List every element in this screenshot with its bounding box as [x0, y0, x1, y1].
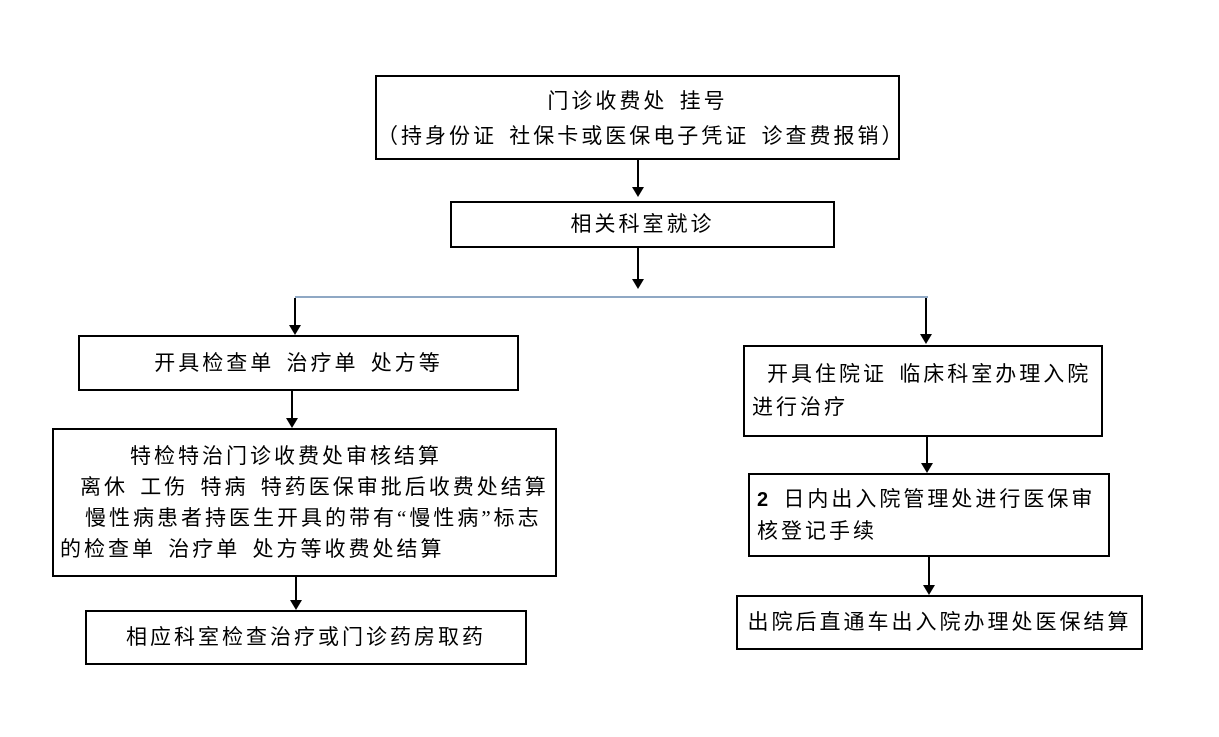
- node-treatment-or-pharmacy-label: 相应科室检查治疗或门诊药房取药: [126, 625, 486, 649]
- node-admission: 开具住院证 临床科室办理入院 进行治疗: [743, 345, 1103, 437]
- arrow-stem: [294, 298, 296, 326]
- insurance-review-day-count: 2: [757, 489, 772, 511]
- arrow-head-icon: [632, 187, 644, 197]
- node-discharge-settlement-label: 出院后直通车出入院办理处医保结算: [747, 610, 1132, 634]
- node-admission-line2: 进行治疗: [752, 395, 848, 419]
- arrow-head-icon: [289, 325, 301, 335]
- node-outpatient-settlement-line3: 慢性病患者持医生开具的带有“慢性病”标志: [85, 506, 542, 530]
- arrow-head-icon: [921, 463, 933, 473]
- node-insurance-review-line1: 2 日内出入院管理处进行医保审: [757, 484, 1100, 516]
- arrow-stem: [291, 391, 293, 419]
- node-outpatient-settlement-line2: 离休 工伤 特病 特药医保审批后收费处结算: [80, 475, 549, 499]
- branch-connector-line: [295, 296, 928, 298]
- arrow-head-icon: [923, 585, 935, 595]
- arrow-branch-to-admission: [920, 298, 932, 344]
- arrow-head-icon: [920, 334, 932, 344]
- arrow-visit-to-branch: [632, 248, 644, 289]
- insurance-review-line1-text: 日内出入院管理处进行医保审: [771, 487, 1096, 511]
- node-registration-line1: 门诊收费处 挂号: [547, 89, 728, 113]
- node-visit: 相关科室就诊: [450, 201, 835, 248]
- arrow-registration-to-visit: [632, 160, 644, 197]
- arrow-stem: [295, 577, 297, 601]
- arrow-stem: [637, 160, 639, 188]
- arrow-stem: [926, 437, 928, 464]
- node-treatment-or-pharmacy: 相应科室检查治疗或门诊药房取药: [85, 610, 527, 665]
- arrow-review-to-discharge: [923, 557, 935, 595]
- arrow-branch-to-orders: [289, 298, 301, 335]
- node-insurance-review: 2 日内出入院管理处进行医保审 核登记手续: [748, 473, 1110, 557]
- arrow-head-icon: [632, 279, 644, 289]
- node-outpatient-settlement-line4: 的检查单 治疗单 处方等收费处结算: [60, 537, 445, 561]
- arrow-settlement-to-pharmacy: [290, 577, 302, 610]
- node-orders-label: 开具检查单 治疗单 处方等: [154, 350, 443, 375]
- node-admission-line1: 开具住院证 临床科室办理入院: [767, 362, 1092, 386]
- node-registration-line2: （持身份证 社保卡或医保电子凭证 诊查费报销）: [377, 124, 906, 148]
- node-discharge-settlement: 出院后直通车出入院办理处医保结算: [736, 595, 1143, 650]
- node-outpatient-settlement-line1: 特检特治门诊收费处审核结算: [130, 444, 442, 468]
- arrow-head-icon: [290, 600, 302, 610]
- node-orders: 开具检查单 治疗单 处方等: [78, 335, 519, 391]
- arrow-stem: [637, 248, 639, 280]
- arrow-stem: [928, 557, 930, 586]
- node-visit-label: 相关科室就诊: [570, 212, 715, 236]
- arrow-stem: [925, 298, 927, 335]
- arrow-admission-to-review: [921, 437, 933, 473]
- node-outpatient-settlement: 特检特治门诊收费处审核结算 离休 工伤 特病 特药医保审批后收费处结算 慢性病患…: [52, 428, 557, 577]
- node-registration: 门诊收费处 挂号 （持身份证 社保卡或医保电子凭证 诊查费报销）: [375, 75, 906, 160]
- arrow-orders-to-settlement: [286, 391, 298, 428]
- arrow-head-icon: [286, 418, 298, 428]
- node-insurance-review-line2: 核登记手续: [757, 519, 877, 543]
